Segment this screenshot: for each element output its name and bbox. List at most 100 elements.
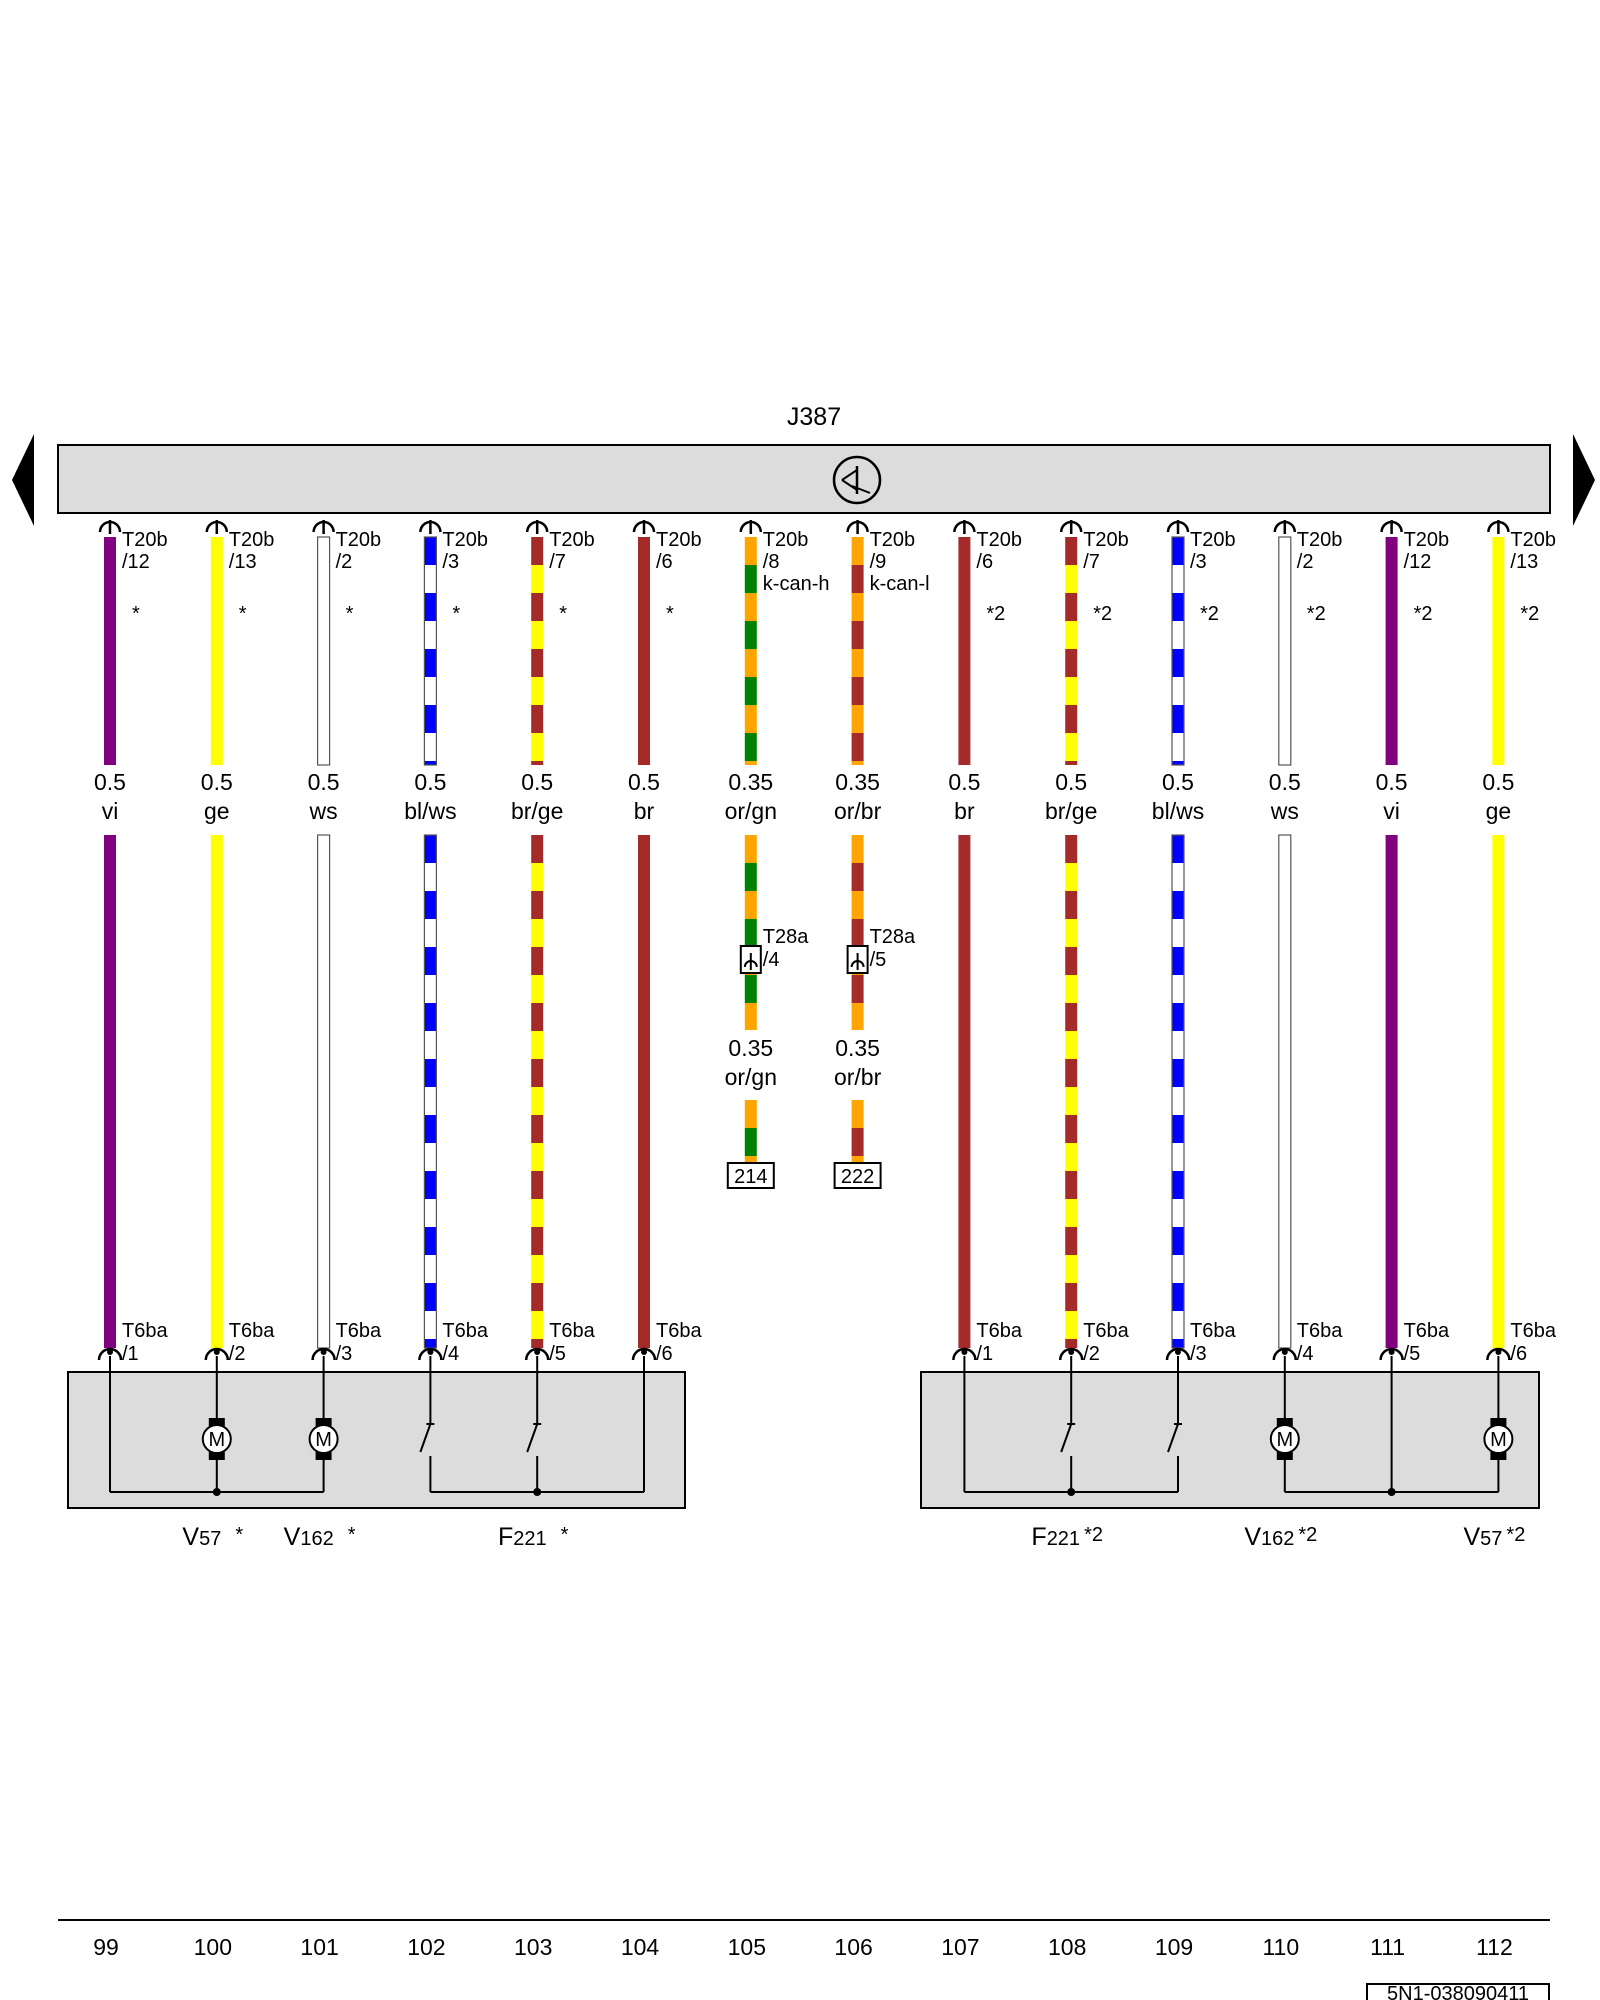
- wire-lower-segment: [531, 835, 544, 1348]
- wire-pin-label: /13: [229, 551, 257, 573]
- reference-number: 214: [734, 1166, 767, 1188]
- connector-top-icon: [205, 520, 229, 534]
- wire-lower-segment: [1278, 834, 1292, 1349]
- wire-lower-segment: [423, 834, 437, 1349]
- wire-size: 0.5: [1269, 769, 1301, 795]
- wire-connector-label: T20b: [870, 529, 916, 551]
- wire-size: 0.5: [628, 769, 660, 795]
- bottom-connector-label: T6ba: [1297, 1320, 1343, 1342]
- wire-lower-segment: [638, 835, 650, 1348]
- wire-lower-segment: [1385, 835, 1398, 1348]
- wire-pin-label: /13: [1510, 551, 1538, 573]
- connector-top-icon: [846, 520, 869, 534]
- wire-pin-label: /12: [1404, 551, 1432, 573]
- inline-connector-label: T28a: [870, 926, 916, 948]
- wire-color: ge: [1486, 798, 1512, 824]
- switch-icon: [419, 1356, 435, 1492]
- wire-color: or/br: [834, 798, 882, 824]
- wire-note: *: [132, 603, 140, 625]
- wire-color: ws: [309, 798, 338, 824]
- wire-pin-label: /9: [870, 551, 887, 573]
- wire-upper-segment: [1385, 537, 1398, 765]
- wire-connector-label: T20b: [763, 529, 809, 551]
- wire-size: 0.35: [728, 769, 773, 795]
- wire-connector-label: T20b: [976, 529, 1022, 551]
- wire-upper-segment: [1065, 537, 1078, 765]
- wire-note: *: [239, 603, 247, 625]
- connector-bottom-icon: [418, 1347, 443, 1361]
- connector-bottom-icon: [1379, 1347, 1404, 1361]
- page-previous-arrow[interactable]: [12, 434, 34, 526]
- reference-link[interactable]: 222: [833, 1162, 882, 1189]
- wire-connector-label: T20b: [442, 529, 488, 551]
- bottom-connector-label: T6ba: [976, 1320, 1022, 1342]
- component-label: F221*2: [1031, 1523, 1103, 1551]
- wire-connector-label: T20b: [229, 529, 275, 551]
- wire-color: br: [954, 798, 975, 824]
- wire-size: 0.5: [1482, 769, 1514, 795]
- bottom-pin-label: /1: [976, 1343, 993, 1365]
- motor-icon: M: [1269, 1356, 1300, 1492]
- wire-connector-label: T20b: [656, 529, 702, 551]
- wire-size: 0.5: [948, 769, 980, 795]
- wire-upper-segment: [210, 537, 223, 765]
- track-number: 107: [941, 1934, 979, 1960]
- wire-upper-segment: [638, 537, 650, 765]
- inline-pin-label: /4: [763, 949, 780, 971]
- connector-bottom-icon: [631, 1347, 657, 1361]
- wire-pin-label: /2: [1297, 551, 1314, 573]
- wire-pin-label: /6: [976, 551, 993, 573]
- track-number: 108: [1048, 1934, 1086, 1960]
- can-wire-segment: [851, 835, 864, 1030]
- can-wire-segment: [744, 835, 757, 1030]
- wire-pin-label: /2: [336, 551, 353, 573]
- track-number: 111: [1370, 1934, 1405, 1960]
- connector-top-icon: [1380, 520, 1403, 534]
- switch-icon: [1060, 1356, 1076, 1492]
- bottom-connector-label: T6ba: [549, 1320, 595, 1342]
- wire-upper-segment: [1492, 537, 1505, 765]
- track-number: 103: [514, 1934, 552, 1960]
- bottom-connector-label: T6ba: [336, 1320, 382, 1342]
- connector-bottom-icon: [952, 1347, 977, 1361]
- bottom-connector-label: T6ba: [442, 1320, 488, 1342]
- wire-color: or/gn: [725, 798, 777, 824]
- wire-signal-label: k-can-l: [870, 573, 930, 595]
- wire-connector-label: T20b: [1083, 529, 1129, 551]
- wire-upper-segment: [1278, 536, 1292, 766]
- component-label: F221*: [498, 1523, 569, 1551]
- doc-number: 5N1-038090411: [1387, 1983, 1529, 2000]
- bottom-pin-label: /5: [1404, 1343, 1421, 1365]
- wire-note: *2: [1307, 603, 1326, 625]
- page-next-arrow[interactable]: [1573, 434, 1595, 526]
- bottom-connector-label: T6ba: [1190, 1320, 1236, 1342]
- wire-size: 0.5: [308, 769, 340, 795]
- wire-color: br/ge: [1045, 798, 1097, 824]
- track-number: 102: [407, 1934, 445, 1960]
- bottom-connector-label: T6ba: [229, 1320, 275, 1342]
- motor-glyph: M: [315, 1429, 332, 1451]
- connector-top-icon: [419, 520, 442, 534]
- motor-glyph: M: [1490, 1429, 1507, 1451]
- component-label: V162*2: [1244, 1523, 1317, 1551]
- motor-icon: M: [201, 1356, 232, 1492]
- bottom-connector-label: T6ba: [1404, 1320, 1450, 1342]
- can-wire-size: 0.35: [728, 1035, 773, 1061]
- wire-lower-segment: [1492, 835, 1505, 1348]
- bottom-pin-label: /6: [1510, 1343, 1527, 1365]
- wire-connector-label: T20b: [549, 529, 595, 551]
- connector-bottom-icon: [524, 1347, 550, 1361]
- wire-size: 0.5: [1055, 769, 1087, 795]
- component-label: V57*2: [1463, 1523, 1525, 1551]
- reference-link[interactable]: 214: [726, 1162, 775, 1189]
- track-number: 112: [1476, 1934, 1513, 1960]
- can-wire-color: or/br: [834, 1064, 882, 1090]
- connector-bottom-icon: [1165, 1347, 1191, 1361]
- wire-size: 0.5: [201, 769, 233, 795]
- wire-connector-label: T20b: [1297, 529, 1343, 551]
- bottom-pin-label: /1: [122, 1343, 139, 1365]
- wire-size: 0.5: [1376, 769, 1408, 795]
- wire-note: *: [346, 603, 354, 625]
